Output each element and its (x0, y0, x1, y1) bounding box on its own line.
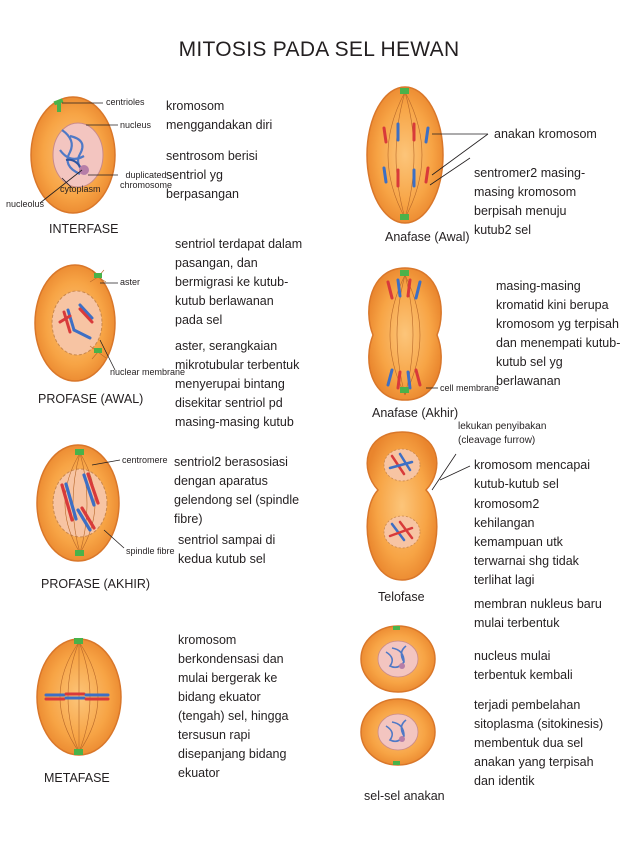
profase-akhir-leader-lines (91, 459, 125, 549)
profase-awal-desc-2: aster, serangkaian mikrotubular terbentu… (175, 339, 300, 429)
sel-anakan-title: sel-sel anakan (364, 789, 445, 803)
metafase-title: METAFASE (44, 771, 110, 785)
label-aster: aster (120, 277, 141, 287)
page-title: MITOSIS PADA SEL HEWAN (178, 38, 460, 61)
label-centrioles: centrioles (106, 97, 145, 107)
telofase-cell (366, 431, 438, 581)
anafase-awal-title: Anafase (Awal) (385, 230, 470, 244)
label-cytoplasm: cytoplasm (60, 184, 101, 194)
profase-awal-leader-lines (99, 282, 118, 371)
label-cleavage-furrow: lekukan penyibakan (cleavage furrow) (458, 421, 547, 446)
label-spindle-fibre: spindle fibre (126, 546, 175, 556)
anafase-awal-desc-1: anakan kromosom (494, 127, 597, 141)
profase-akhir-desc-1: sentriol2 berasosiasi dengan aparatus ge… (174, 455, 300, 526)
telofase-title: Telofase (378, 590, 425, 604)
telofase-leader-lines (431, 453, 471, 491)
centriole-icon (53, 98, 64, 112)
interfase-title: INTERFASE (49, 222, 119, 236)
label-duplicated-chromosome: duplicated chromosome (120, 170, 173, 190)
sel-anakan-desc-1: nucleus mulai terbentuk kembali (474, 649, 573, 682)
label-cell-membrane: cell membrane (440, 383, 500, 393)
anafase-akhir-cell (368, 267, 442, 401)
profase-awal-desc-1: sentriol terdapat dalam pasangan, dan be… (175, 237, 303, 327)
sel-anakan-desc-2: terjadi pembelahan sitoplasma (sitokines… (474, 698, 604, 788)
anafase-awal-desc-2: sentromer2 masing- masing kromosom berpi… (474, 166, 586, 237)
profase-akhir-title: PROFASE (AKHIR) (41, 577, 151, 591)
anafase-akhir-desc: masing-masing kromatid kini berupa kromo… (496, 279, 621, 388)
anafase-akhir-title: Anafase (Akhir) (372, 406, 459, 420)
profase-awal-cell (34, 264, 116, 382)
interfase-desc-1: kromosom menggandakan diri (166, 99, 273, 132)
telofase-desc-1: kromosom mencapai kutub-kutub sel (474, 458, 591, 491)
anafase-awal-leader-lines (429, 133, 489, 186)
sel-anakan-cells (360, 625, 436, 766)
label-centromere: centromere (122, 455, 168, 465)
interfase-leader-lines (39, 102, 118, 204)
metafase-cell (36, 638, 122, 756)
telofase-desc-3: membran nukleus baru mulai terbentuk (474, 597, 602, 630)
profase-awal-title: PROFASE (AWAL) (38, 392, 144, 406)
metafase-desc: kromosom berkondensasi dan mulai bergera… (178, 633, 289, 780)
label-nucleus: nucleus (120, 120, 152, 130)
profase-akhir-cell (36, 444, 120, 562)
profase-akhir-desc-2: sentriol sampai di kedua kutub sel (178, 533, 276, 566)
label-nuclear-membrane: nuclear membrane (110, 367, 186, 377)
label-nucleolus: nucleolus (6, 199, 45, 209)
interfase-cell (30, 96, 116, 214)
anafase-awal-cell (366, 86, 444, 224)
telofase-desc-2: kromosom2 kehilangan kemampuan utk terwa… (474, 497, 579, 587)
interfase-desc-2: sentrosom berisi sentriol yg berpasangan (166, 149, 258, 201)
